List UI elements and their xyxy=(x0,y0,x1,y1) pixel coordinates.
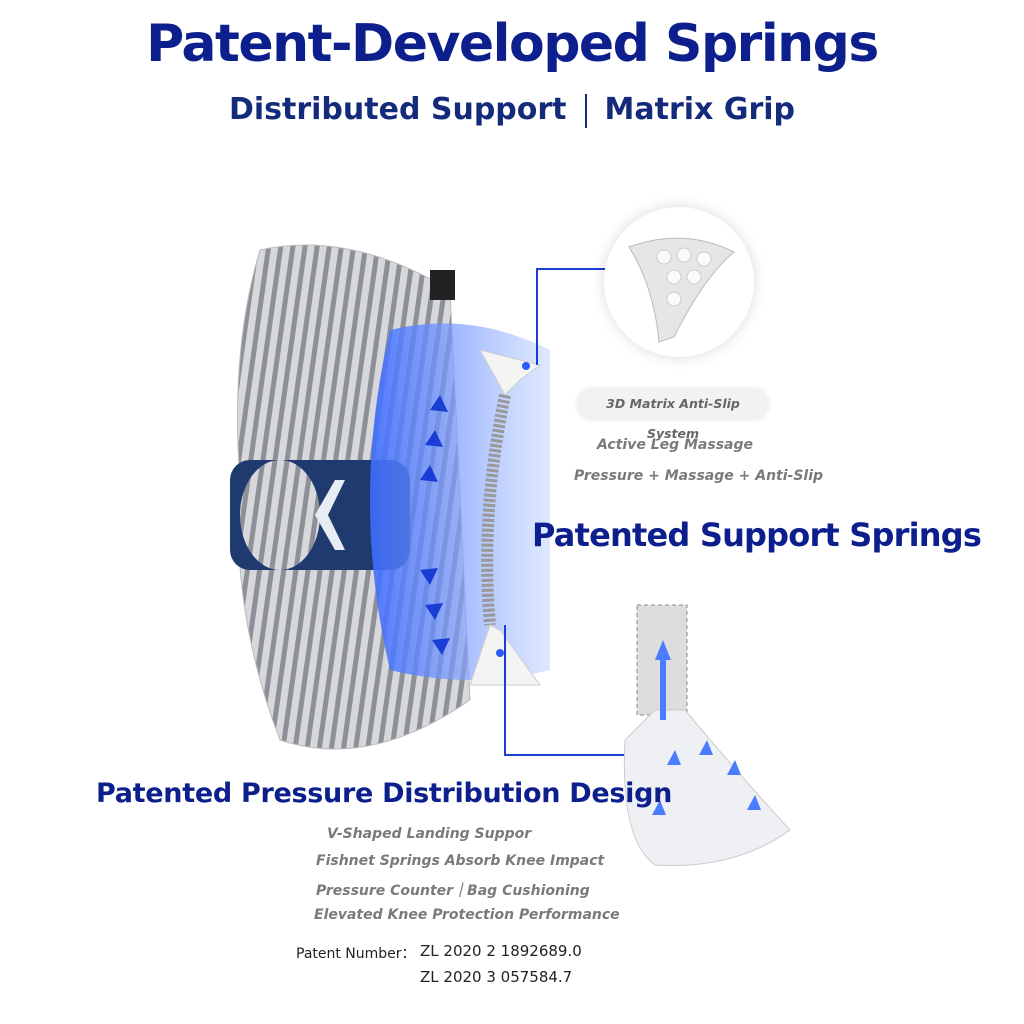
pressure-item: V-Shaped Landing Suppor xyxy=(327,826,532,842)
pressure-heading: Patented Pressure Distribution Design xyxy=(96,778,673,809)
subtitle-left: Distributed Support xyxy=(228,92,567,127)
pressure-item: Fishnet Springs Absorb Knee Impact xyxy=(316,853,605,869)
springs-heading: Patented Support Springs xyxy=(532,516,982,554)
feature-line: Pressure + Massage + Anti-Slip xyxy=(574,468,824,484)
pressure-item: Elevated Knee Protection Performance xyxy=(314,907,620,923)
knee-brace-image xyxy=(230,244,550,750)
callout-lines xyxy=(504,268,625,756)
page-title: Patent-Developed Springs xyxy=(146,14,879,74)
spring-base-closeup xyxy=(623,604,791,867)
patent-number: ZL 2020 2 1892689.0 xyxy=(420,942,582,960)
patent-label: Patent Number： xyxy=(296,946,416,962)
anti-slip-badge: 3D Matrix Anti-Slip System xyxy=(578,389,768,441)
feature-line: Active Leg Massage xyxy=(597,437,754,453)
subtitle: Distributed Support Matrix Grip xyxy=(0,92,1024,128)
anti-slip-closeup xyxy=(604,207,754,357)
pressure-item: Pressure Counter｜Bag Cushioning xyxy=(316,883,590,899)
subtitle-right: Matrix Grip xyxy=(604,92,796,127)
patent-number: ZL 2020 3 057584.7 xyxy=(420,968,573,986)
divider xyxy=(584,93,587,128)
